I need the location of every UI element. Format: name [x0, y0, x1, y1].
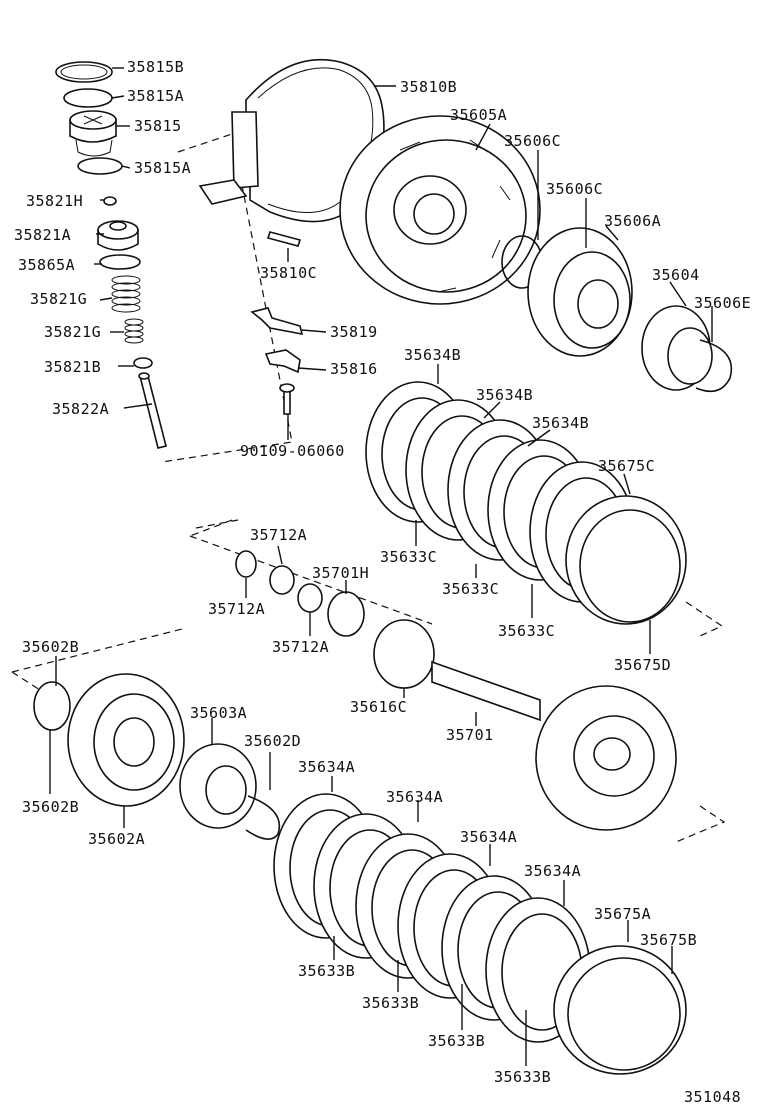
washer-35821B	[133, 357, 153, 369]
bolt-90109-06060	[279, 383, 295, 415]
label-35821G-inner: 35821G	[44, 323, 101, 341]
spring-35821G-inner	[124, 318, 144, 344]
label-35633B-3: 35633B	[428, 1032, 485, 1050]
label-35712A-3: 35712A	[272, 638, 329, 656]
label-35634A-4: 35634A	[524, 862, 581, 880]
o-ring-35815A-top	[63, 88, 113, 108]
label-35675C: 35675C	[598, 457, 655, 475]
label-35606C-2: 35606C	[546, 180, 603, 198]
label-35633B-2: 35633B	[362, 994, 419, 1012]
washer-35712A-2	[269, 565, 295, 595]
label-35675D: 35675D	[614, 656, 671, 674]
spring-35821G-outer	[111, 275, 141, 313]
clutch-plates-upper	[365, 381, 687, 625]
label-35815A-low: 35815A	[134, 159, 191, 177]
piston-35602A	[67, 673, 185, 807]
label-35633C-2: 35633C	[442, 580, 499, 598]
label-35819: 35819	[330, 323, 378, 341]
thrust-group-boundary	[189, 519, 433, 625]
washer-35712A-3	[297, 583, 323, 613]
shaft-35701	[431, 660, 677, 831]
label-35675B: 35675B	[640, 931, 697, 949]
label-35701: 35701	[446, 726, 494, 744]
label-35822A: 35822A	[52, 400, 109, 418]
label-35634A-3: 35634A	[460, 828, 517, 846]
lever-35816	[264, 349, 301, 374]
servo-group-boundary	[161, 133, 293, 463]
piston-35815	[69, 110, 117, 157]
label-35606C-1: 35606C	[504, 132, 561, 150]
bracket-35819	[250, 307, 304, 336]
snap-ring-35602D	[245, 795, 281, 840]
label-35634A-2: 35634A	[386, 788, 443, 806]
label-35606A: 35606A	[604, 212, 661, 230]
label-35712A-2: 35712A	[208, 600, 265, 618]
label-35605A: 35605A	[450, 106, 507, 124]
leader-lines	[49, 67, 713, 1066]
label-35810B: 35810B	[400, 78, 457, 96]
label-35604: 35604	[652, 266, 700, 284]
label-35634B-1: 35634B	[404, 346, 461, 364]
label-35616C: 35616C	[350, 698, 407, 716]
label-35602A: 35602A	[88, 830, 145, 848]
washer-35712A-1	[235, 550, 257, 578]
o-ring-35602B-outer	[33, 681, 71, 731]
label-35815: 35815	[134, 117, 182, 135]
clutch-group-boundary-right	[685, 601, 724, 637]
label-35633C-1: 35633C	[380, 548, 437, 566]
bearing-35701H	[327, 591, 365, 637]
label-35602B-1: 35602B	[22, 638, 79, 656]
snap-ring-35815B	[55, 61, 113, 83]
retainer-35821A	[97, 220, 139, 251]
piston-35606A	[527, 227, 633, 357]
plate-35616C	[373, 619, 435, 689]
label-35633B-1: 35633B	[298, 962, 355, 980]
label-35821B: 35821B	[44, 358, 101, 376]
o-ring-35865A	[99, 254, 141, 270]
gear-group-boundary-right	[675, 805, 726, 843]
washer-35821H	[103, 196, 117, 206]
label-35634B-3: 35634B	[532, 414, 589, 432]
label-35821G-outer: 35821G	[30, 290, 87, 308]
return-spring-35604	[641, 305, 713, 391]
o-ring-35815A-low	[77, 157, 123, 175]
snap-ring-35606E	[695, 339, 733, 393]
pin-35810C	[266, 231, 302, 247]
label-35712A-1: 35712A	[250, 526, 307, 544]
label-90109-06060: 90109-06060	[240, 442, 345, 460]
return-spring-35603A	[179, 743, 257, 829]
label-35634A-1: 35634A	[298, 758, 355, 776]
label-35633B-4: 35633B	[494, 1068, 551, 1086]
servo-rod-35822A	[138, 372, 167, 449]
label-35821H: 35821H	[26, 192, 83, 210]
label-35602D: 35602D	[244, 732, 301, 750]
clutch-drum-35605A	[339, 115, 541, 305]
drawing-number: 351048	[684, 1088, 741, 1106]
label-35810C: 35810C	[260, 264, 317, 282]
part-labels: 35815B 35815A 35815 35815A 35821H 35821A…	[14, 58, 751, 1106]
label-35815B: 35815B	[127, 58, 184, 76]
label-35633C-3: 35633C	[498, 622, 555, 640]
label-35602B-2: 35602B	[22, 798, 79, 816]
label-35865A: 35865A	[18, 256, 75, 274]
label-35606E: 35606E	[694, 294, 751, 312]
label-35815A-top: 35815A	[127, 87, 184, 105]
clutch-plates-lower	[273, 793, 687, 1075]
label-35634B-2: 35634B	[476, 386, 533, 404]
label-35821A: 35821A	[14, 226, 71, 244]
label-35675A: 35675A	[594, 905, 651, 923]
label-35701H: 35701H	[312, 564, 369, 582]
label-35603A: 35603A	[190, 704, 247, 722]
clutch-group-boundary-left	[11, 627, 187, 691]
label-35816: 35816	[330, 360, 378, 378]
